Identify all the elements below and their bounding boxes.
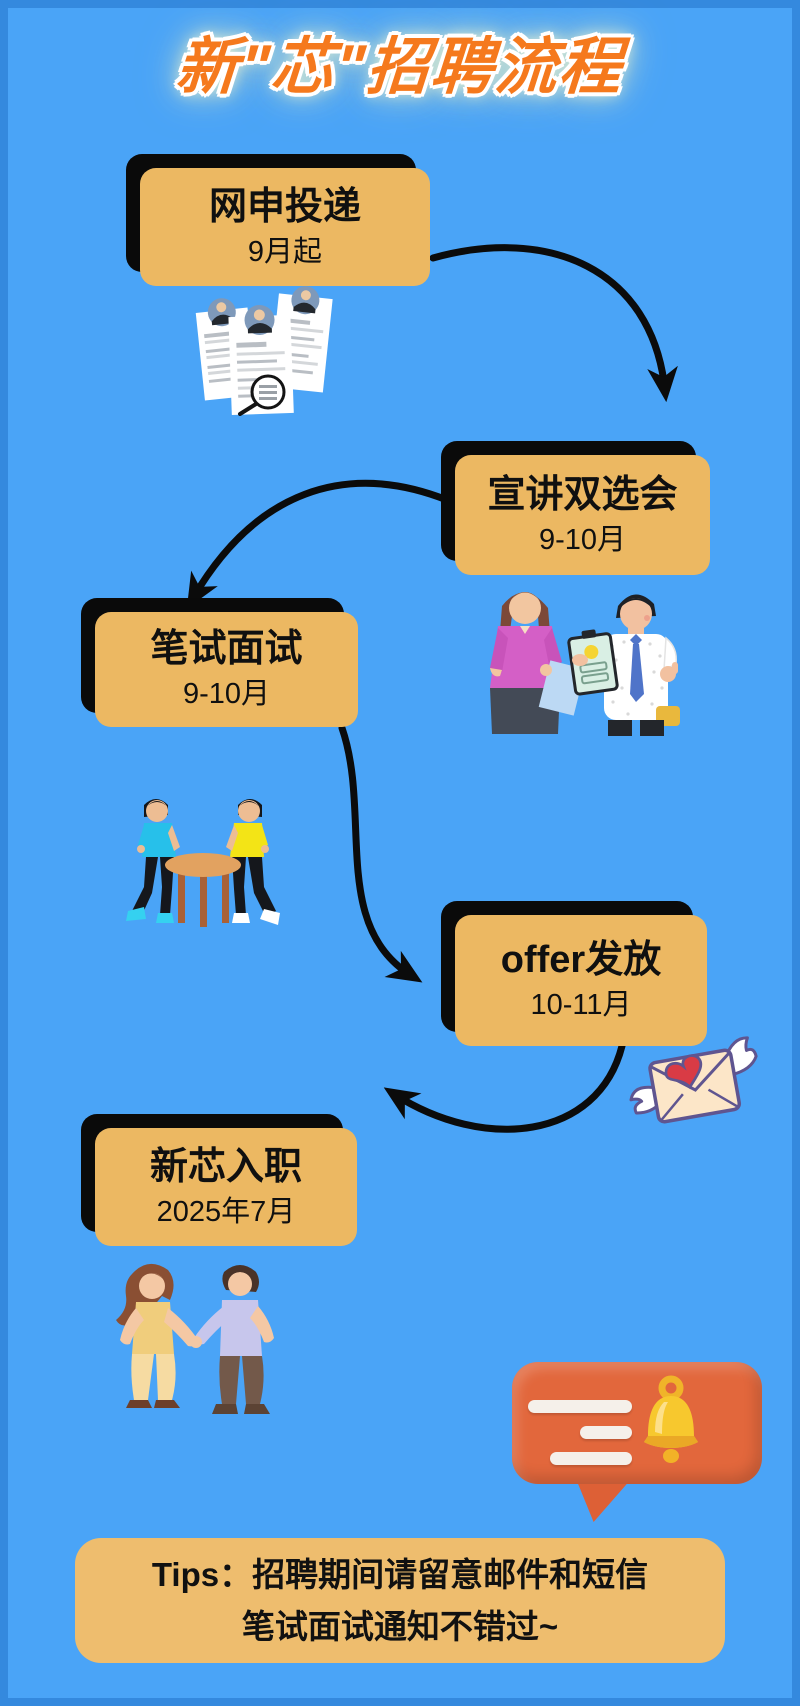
tips-line-2: 笔试面试通知不错过~ xyxy=(241,1607,559,1645)
step-title: 新芯入职 xyxy=(149,1145,302,1188)
page-title: 新"芯"招聘流程 xyxy=(173,33,626,102)
arrow-step2-to-step3 xyxy=(186,479,451,609)
tips-line-1: Tips：招聘期间请留意邮件和短信 xyxy=(151,1556,649,1594)
step-card-online-application: 网申投递 9月起 xyxy=(140,168,430,286)
arrow-step3-to-step4 xyxy=(338,724,423,983)
step-date: 9月起 xyxy=(247,235,323,268)
handshake-illustration xyxy=(88,1256,300,1426)
step-date: 9-10月 xyxy=(182,678,271,710)
step-card-onboarding: 新芯入职 2025年7月 xyxy=(95,1128,357,1246)
step-card-career-fair: 宣讲双选会 9-10月 xyxy=(455,455,710,575)
step-title: 宣讲双选会 xyxy=(487,473,678,516)
step-title: 笔试面试 xyxy=(150,628,303,670)
step-date: 2025年7月 xyxy=(156,1195,296,1228)
step-date: 10-11月 xyxy=(530,989,632,1021)
step-title: 网申投递 xyxy=(208,185,361,228)
step-date: 9-10月 xyxy=(538,523,627,556)
chat-text-line xyxy=(528,1400,632,1413)
step-card-written-interview: 笔试面试 9-10月 xyxy=(95,612,358,727)
winged-envelope-illustration xyxy=(616,1025,773,1152)
interview-table-illustration xyxy=(118,793,288,933)
step-title: offer发放 xyxy=(500,939,662,981)
bell-icon xyxy=(640,1374,702,1470)
notification-bubble-illustration xyxy=(512,1362,762,1484)
arrow-step4-to-step5 xyxy=(383,1042,626,1133)
magnifier-icon xyxy=(238,374,286,416)
step-card-offer: offer发放 10-11月 xyxy=(455,915,707,1046)
chat-text-line xyxy=(550,1452,632,1465)
arrow-step1-to-step2 xyxy=(429,244,678,403)
tips-box: Tips：招聘期间请留意邮件和短信 笔试面试通知不错过~ xyxy=(75,1538,725,1663)
chat-text-line xyxy=(580,1426,632,1439)
resumes-illustration xyxy=(188,282,338,416)
career-fair-illustration xyxy=(450,576,712,736)
